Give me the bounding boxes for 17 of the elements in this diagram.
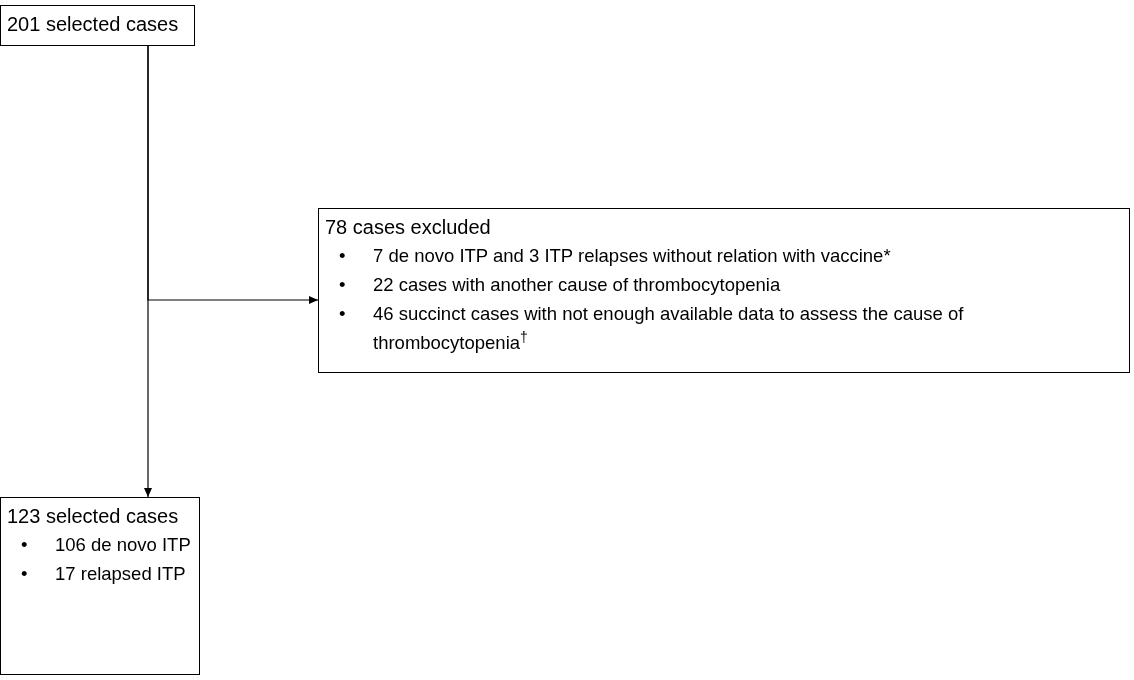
bullet-item: 106 de novo ITP — [55, 533, 191, 557]
bullet-mark: • — [338, 273, 347, 297]
box-heading: 123 selected cases — [7, 504, 180, 529]
bullet-item: 22 cases with another cause of thrombocytopenia — [373, 273, 781, 297]
box-heading: 78 cases excluded — [325, 215, 492, 240]
process-box — [318, 208, 1130, 373]
bullet-mark: • — [20, 562, 29, 586]
process-box — [0, 5, 195, 46]
box-heading: 201 selected cases — [7, 12, 180, 37]
bullet-item: 17 relapsed ITP — [55, 562, 186, 586]
bullet-mark: • — [20, 533, 29, 557]
process-box — [0, 497, 200, 675]
bullet-item: 7 de novo ITP and 3 ITP relapses without relation with vaccine* — [373, 244, 891, 268]
bullet-item: 46 succinct cases with not enough available data to assess the cause of thrombocytopenia$^{†}$ — [373, 302, 965, 355]
bullet-mark: • — [338, 302, 347, 326]
bullet-mark: • — [338, 244, 347, 268]
arrow — [147, 45, 319, 304]
